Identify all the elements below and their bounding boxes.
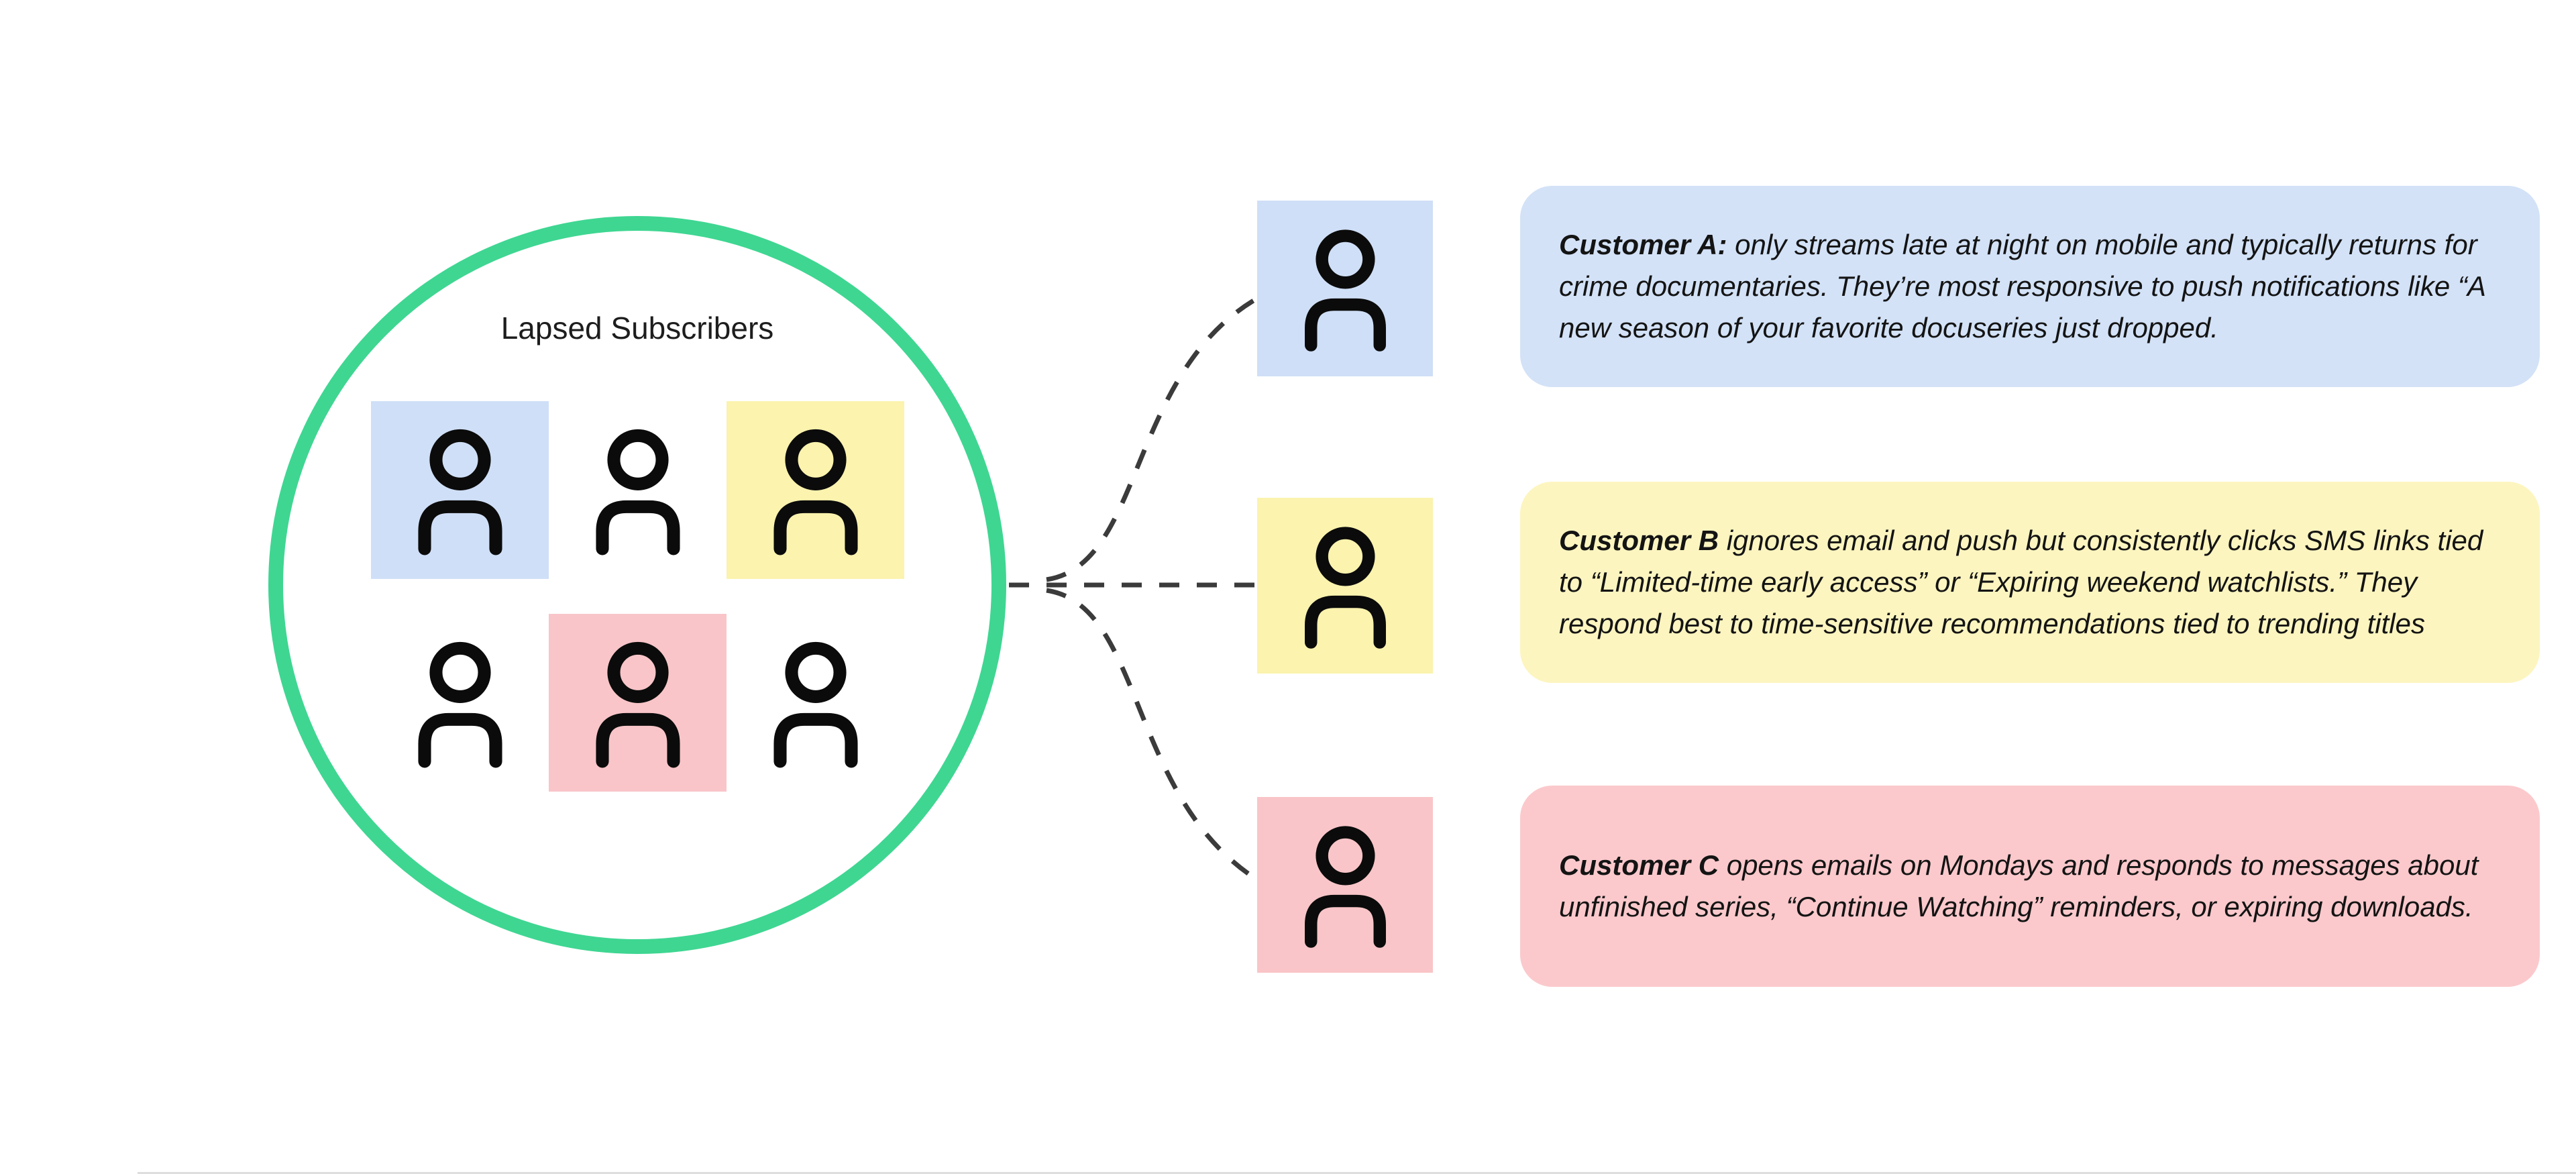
person-icon bbox=[1277, 517, 1414, 655]
connector-bottom bbox=[1046, 588, 1257, 881]
customer-b-text: Customer B ignores email and push but co… bbox=[1559, 520, 2501, 645]
customer-c-body: opens emails on Mondays and responds to … bbox=[1559, 849, 2479, 922]
customer-a-label: Customer A: bbox=[1559, 229, 1727, 260]
connector-top bbox=[1046, 297, 1257, 582]
member-cell bbox=[727, 401, 904, 579]
member-cell bbox=[549, 614, 727, 792]
member-cell bbox=[549, 401, 727, 579]
customer-a-card: Customer A: only streams late at night o… bbox=[1520, 186, 2540, 387]
person-icon bbox=[389, 419, 531, 562]
customer-b-avatar bbox=[1257, 498, 1433, 674]
person-icon bbox=[1277, 220, 1414, 358]
member-cell bbox=[371, 614, 549, 792]
customer-b-body: ignores email and push but consistently … bbox=[1559, 525, 2483, 639]
customer-c-avatar bbox=[1257, 797, 1433, 973]
canvas-bottom-edge bbox=[138, 1172, 2576, 1174]
customer-c-label: Customer C bbox=[1559, 849, 1719, 881]
customer-c-card: Customer C opens emails on Mondays and r… bbox=[1520, 786, 2540, 987]
customer-b-label: Customer B bbox=[1559, 525, 1719, 556]
customer-b-card: Customer B ignores email and push but co… bbox=[1520, 482, 2540, 683]
members-grid bbox=[371, 401, 905, 792]
person-icon bbox=[567, 632, 709, 774]
customer-a-avatar bbox=[1257, 201, 1433, 376]
group-label: Lapsed Subscribers bbox=[500, 311, 774, 345]
member-cell bbox=[371, 401, 549, 579]
person-icon bbox=[389, 632, 531, 774]
customer-a-body: only streams late at night on mobile and… bbox=[1559, 229, 2485, 343]
customer-a-text: Customer A: only streams late at night o… bbox=[1559, 224, 2501, 349]
customer-c-text: Customer C opens emails on Mondays and r… bbox=[1559, 845, 2501, 928]
member-cell bbox=[727, 614, 904, 792]
person-icon bbox=[1277, 816, 1414, 954]
person-icon bbox=[745, 632, 887, 774]
person-icon bbox=[567, 419, 709, 562]
person-icon bbox=[745, 419, 887, 562]
